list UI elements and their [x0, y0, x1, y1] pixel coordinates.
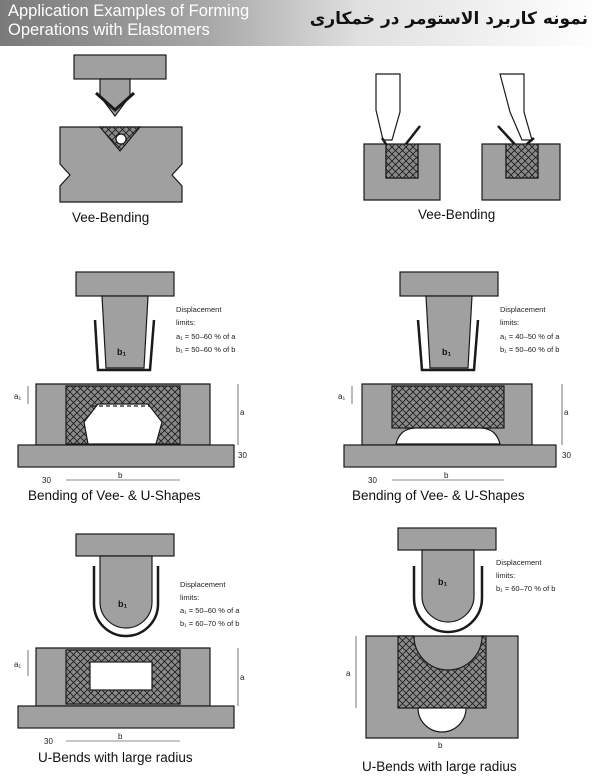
dim-30-h: 30 — [44, 737, 53, 746]
dim-30-v: 30 — [238, 451, 247, 460]
formed-cavity — [83, 403, 163, 445]
dim-a1: a₁ — [14, 392, 21, 401]
note-line-3: a₁ = 50–60 % of a — [180, 606, 240, 615]
round-punch — [421, 549, 475, 623]
dim-a1: a₁ — [338, 392, 345, 401]
elastomer-pad — [397, 635, 487, 709]
caption: Vee-Bending — [418, 207, 495, 222]
u-punch — [425, 295, 473, 369]
dim-a: a — [564, 408, 569, 417]
u-sheet — [416, 319, 480, 372]
dim-a1: a₁ — [14, 660, 21, 669]
punch-holder — [75, 533, 175, 557]
note-line-4: b₁ = 50–60 % of b — [176, 345, 235, 354]
punch-holder — [397, 527, 497, 551]
dim-b: b — [444, 471, 449, 480]
dim-b: b — [118, 732, 123, 741]
panel-u-bend-right: b₁ Displacement limits: b₁ = 60–70 % of … — [346, 527, 555, 774]
punch-holder — [75, 271, 175, 297]
u-sheet — [93, 319, 156, 372]
u-punch — [101, 295, 149, 369]
note-line-3: a₁ = 40–50 % of a — [500, 332, 560, 341]
note-line-2: limits: — [180, 593, 199, 602]
note-line-3: a₁ = 50–60 % of a — [176, 332, 236, 341]
formed-cavity — [89, 661, 153, 691]
base-plate — [343, 444, 557, 468]
vee-punch — [99, 78, 131, 117]
die-block — [59, 126, 183, 203]
dim-b: b — [118, 471, 123, 480]
note-line-2: limits: — [496, 571, 515, 580]
caption: Bending of Vee- & U-Shapes — [28, 488, 201, 503]
caption: Bending of Vee- & U-Shapes — [352, 488, 525, 503]
dim-30-v: 30 — [562, 451, 571, 460]
sheet-metal — [94, 91, 136, 113]
elastomer-pad-2 — [505, 143, 539, 179]
blade-punch-2 — [499, 73, 533, 141]
punch-holder — [73, 54, 167, 80]
punch-label-b1: b₁ — [438, 577, 447, 587]
title-english: Application Examples of Forming Operatio… — [8, 2, 250, 39]
note-line-1: Displacement — [500, 305, 546, 314]
caption: Vee-Bending — [72, 210, 149, 225]
blade-punch-1 — [375, 73, 401, 141]
u-sheet — [92, 566, 160, 638]
note-line-2: limits: — [176, 318, 195, 327]
note-line-3: b₁ = 60–70 % of b — [496, 584, 555, 593]
dim-a: a — [346, 669, 351, 678]
note-line-4: b₁ = 50–60 % of b — [500, 345, 559, 354]
punch-label-b1: b₁ — [118, 599, 127, 609]
punch-label-b1: b₁ — [442, 347, 451, 357]
note-line-1: Displacement — [180, 580, 226, 589]
dim-a: a — [240, 408, 245, 417]
rod-insert — [115, 133, 127, 145]
panel-vee-u-left: b₁ Displacement limits: a₁ = 50–60 % of … — [14, 271, 247, 503]
note-line-4: b₁ = 60–70 % of b — [180, 619, 239, 628]
dim-b: b — [438, 741, 443, 750]
bottom-cavity — [417, 707, 467, 733]
note-line-1: Displacement — [496, 558, 542, 567]
panel-vee-bending-right: Vee-Bending — [363, 73, 561, 222]
note-line-2: limits: — [500, 318, 519, 327]
punch-label-b1: b₁ — [117, 347, 126, 357]
dim-30-h: 30 — [42, 476, 51, 485]
u-sheet — [412, 566, 484, 634]
elastomer-pad-1 — [385, 143, 419, 179]
dim-a: a — [240, 673, 245, 682]
note-line-1: Displacement — [176, 305, 222, 314]
panel-vee-u-right: b₁ Displacement limits: a₁ = 40–50 % of … — [338, 271, 571, 503]
panel-u-bend-left: b₁ Displacement limits: a₁ = 50–60 % of … — [14, 533, 245, 765]
round-punch — [99, 555, 153, 629]
caption: U-Bends with large radius — [362, 759, 517, 774]
base-plate — [17, 705, 235, 729]
punch-holder — [399, 271, 499, 297]
panel-vee-bending-left: Vee-Bending — [59, 54, 183, 225]
base-plate — [17, 444, 235, 468]
diagram-canvas: Vee-Bending Vee-Bending b₁ Displaceme — [14, 54, 571, 774]
dim-30-h: 30 — [368, 476, 377, 485]
caption: U-Bends with large radius — [38, 750, 193, 765]
formed-cavity — [395, 427, 501, 445]
header-banner: Application Examples of Forming Operatio… — [0, 0, 600, 46]
title-persian: نمونه کاربرد الاستومر در خمکاری — [309, 9, 588, 29]
elastomer-pad — [391, 385, 505, 429]
